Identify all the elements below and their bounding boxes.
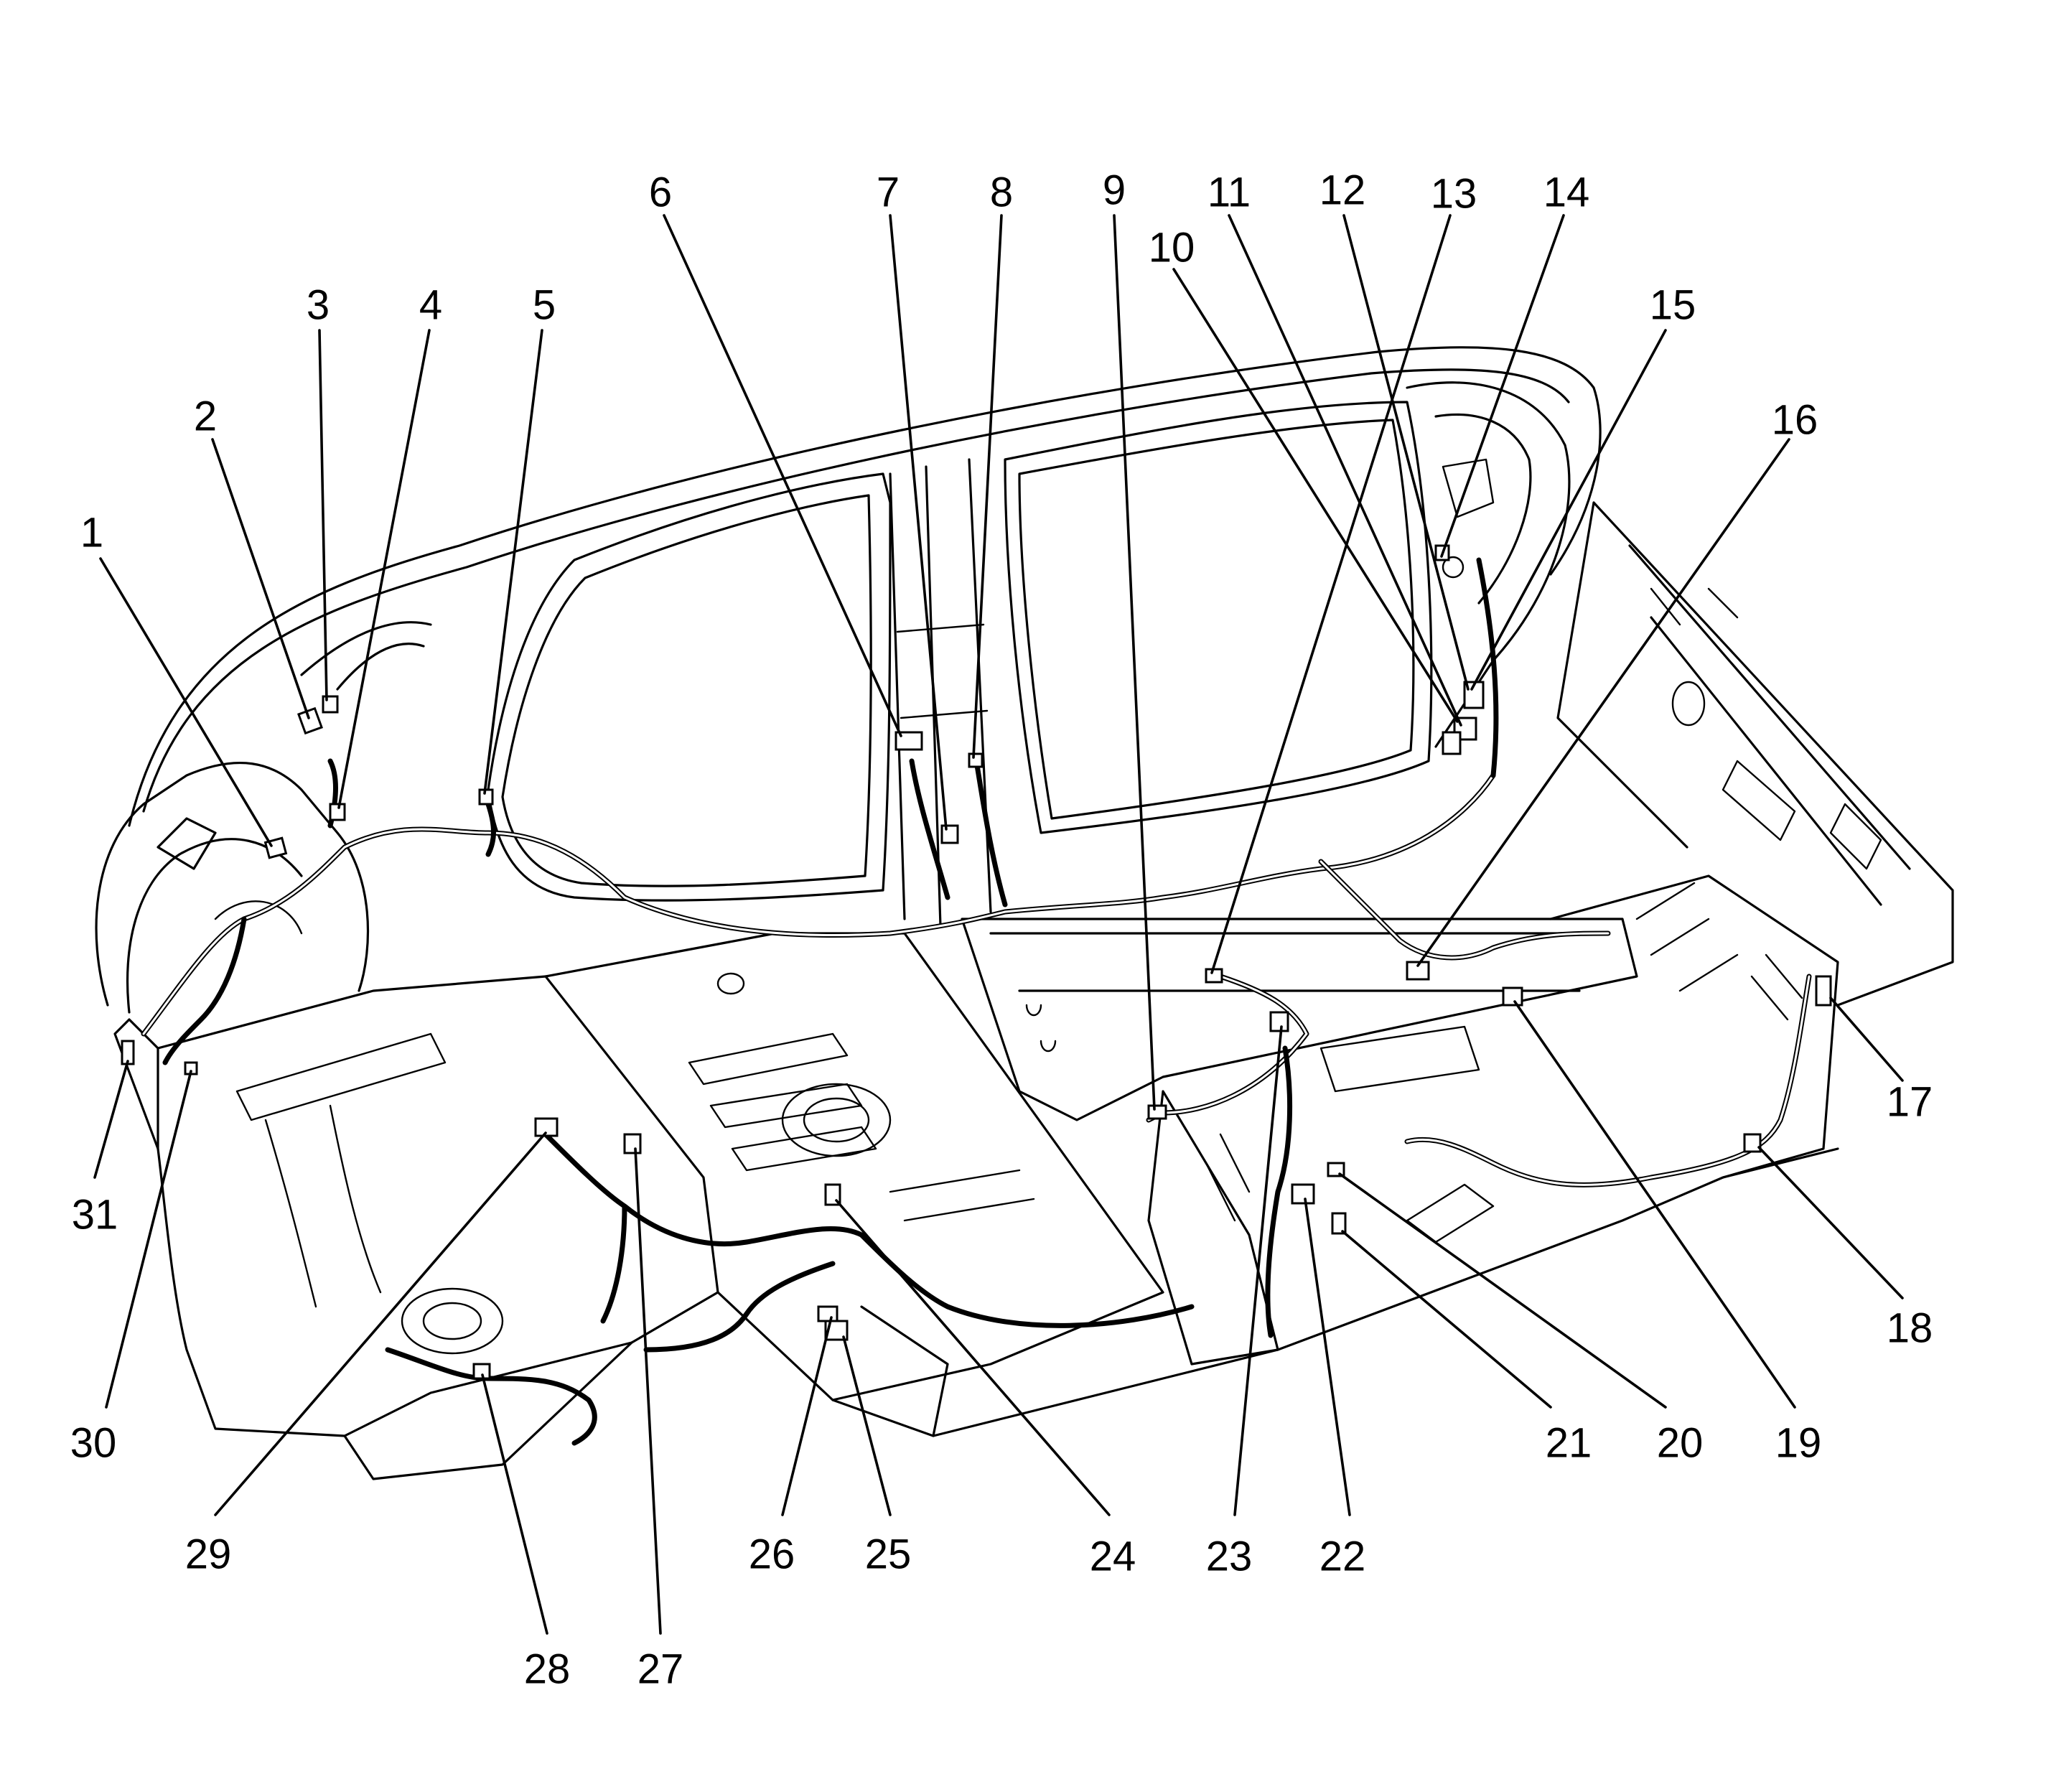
callout-16: 16 [1772,397,1818,444]
callout-25: 25 [865,1531,912,1578]
callout-28: 28 [524,1646,571,1693]
callout-20: 20 [1657,1420,1704,1467]
callout-2: 2 [194,393,217,440]
callout-23: 23 [1206,1534,1253,1580]
callout-3: 3 [307,282,330,329]
callout-15: 15 [1650,282,1696,329]
callout-24: 24 [1090,1534,1136,1580]
callout-27: 27 [637,1646,684,1693]
callout-5: 5 [533,282,556,329]
callout-21: 21 [1546,1420,1592,1467]
callout-7: 7 [877,169,900,216]
callout-11: 11 [1207,169,1251,216]
callout-26: 26 [749,1531,795,1578]
vehicle-body-floor-panel [95,346,1954,1480]
callout-12: 12 [1319,167,1366,214]
callout-13: 13 [1431,171,1477,218]
callout-leader-lines [93,214,1904,1635]
callout-4: 4 [419,282,442,329]
callout-18: 18 [1887,1305,1933,1352]
callout-8: 8 [990,169,1013,216]
callout-19: 19 [1775,1420,1822,1467]
callout-labels: 1 2 3 4 5 6 7 8 9 10 11 12 13 14 15 16 1… [70,167,1933,1693]
callout-1: 1 [80,510,103,556]
callout-10: 10 [1149,225,1195,271]
callout-14: 14 [1543,169,1590,216]
callout-29: 29 [185,1531,232,1578]
callout-9: 9 [1103,167,1126,214]
callout-22: 22 [1319,1534,1366,1580]
callout-17: 17 [1887,1079,1933,1126]
callout-6: 6 [649,169,672,216]
callout-31: 31 [72,1192,118,1238]
wiring-harness [141,557,1812,1446]
callout-30: 30 [70,1420,117,1467]
